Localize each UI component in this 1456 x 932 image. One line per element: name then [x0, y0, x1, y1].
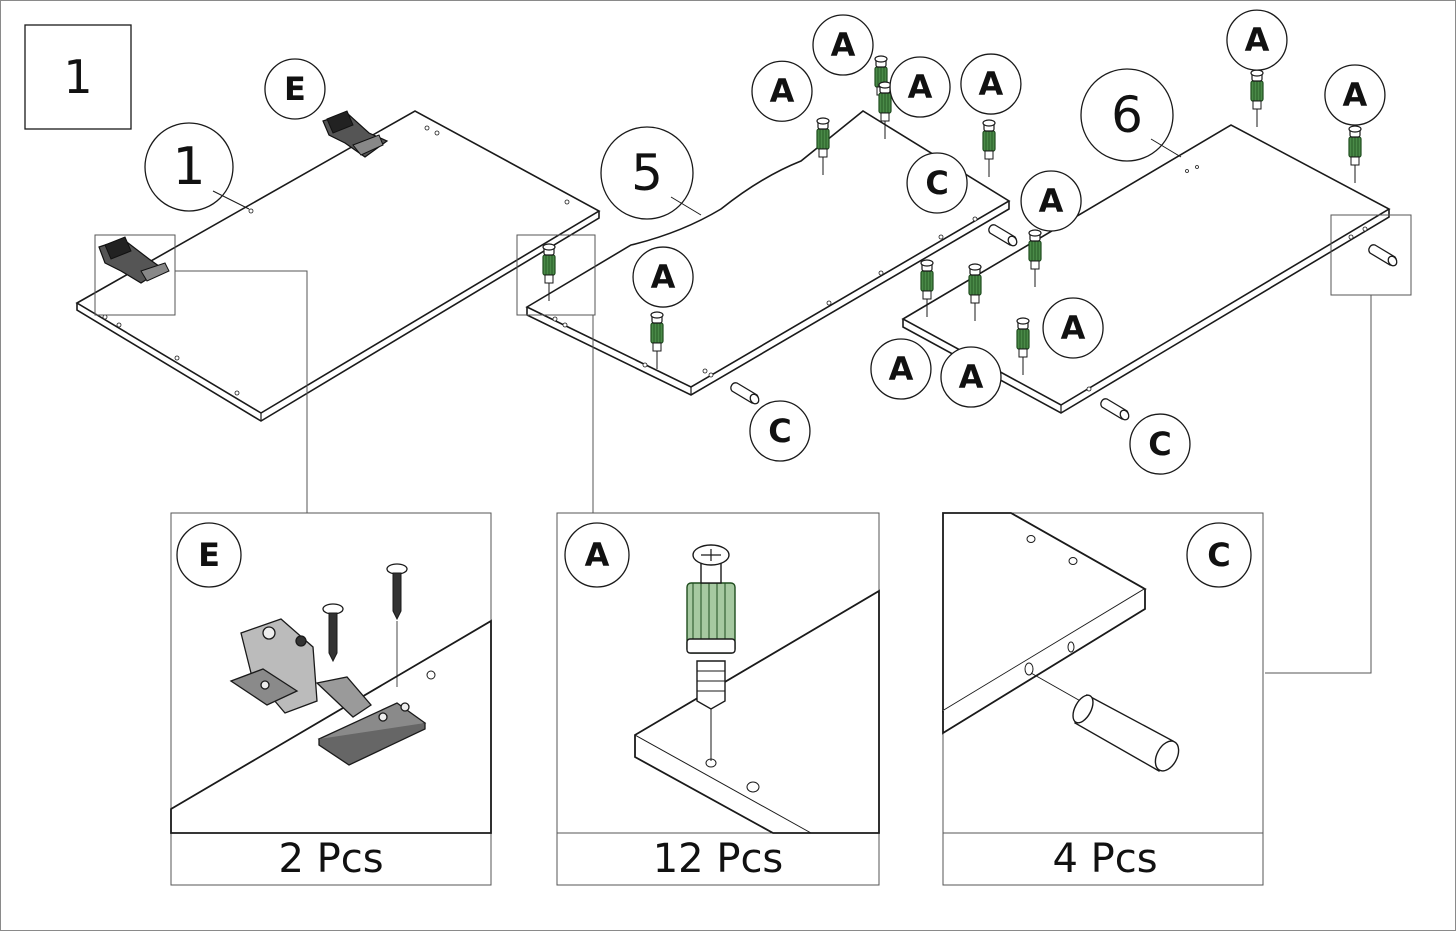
callout-letter-a: A [979, 65, 1004, 103]
cam-dowel-icon [1250, 69, 1264, 128]
callout-letter-e: E [284, 70, 306, 108]
detail-box-hinge: E 2 Pcs [170, 512, 492, 886]
callout-letter-a: A [1039, 182, 1064, 220]
callout-letter-a: A [1343, 76, 1368, 114]
part-number-1: 1 [172, 137, 205, 197]
panel-5: 5 [516, 55, 1020, 513]
callout-letter-c: C [925, 164, 948, 202]
wood-dowel-icon [1368, 244, 1400, 268]
detail-box-wood-dowel: C 4 Pcs [942, 512, 1264, 886]
callout-letter-a: A [889, 350, 914, 388]
detail-letter-c: C [1207, 536, 1230, 574]
callout-letter-a: A [770, 72, 795, 110]
callout-circle [749, 400, 811, 462]
screw-icon [322, 563, 408, 687]
detail-letter-e: E [198, 536, 220, 574]
callout-circle [1226, 9, 1288, 71]
callout-circle [1324, 64, 1386, 126]
wood-dowel-detail-icon [1072, 694, 1180, 772]
callout-letter-a: A [831, 26, 856, 64]
panel-1: 1 [75, 110, 601, 513]
callout-circle [632, 246, 694, 308]
callout-circle [906, 152, 968, 214]
callout-circle [1020, 170, 1082, 232]
callout-letter-c: C [768, 412, 791, 450]
quantity-wood-dowel: 4 Pcs [1052, 836, 1157, 882]
callout-letter-a: A [959, 358, 984, 396]
callout-circle [812, 14, 874, 76]
callout-circle [264, 58, 326, 120]
part-number-6: 6 [1111, 86, 1143, 144]
cam-dowel-icon [1348, 125, 1362, 184]
callout-letter-a: A [1061, 309, 1086, 347]
callout-circle [1042, 297, 1104, 359]
callout-circle [940, 346, 1002, 408]
callout-circle [1129, 413, 1191, 475]
cam-dowel-icon [982, 119, 996, 178]
part-number-callout [1080, 68, 1174, 162]
callout-circle [751, 60, 813, 122]
part-number-callout [144, 122, 234, 212]
quantity-hinge: 2 Pcs [278, 836, 383, 882]
callout-letter-a: A [651, 258, 676, 296]
hinge-icon [322, 110, 389, 158]
part-number-callout [600, 126, 694, 220]
wood-dowel-icon [988, 224, 1020, 248]
panel-6: 6 [901, 68, 1412, 674]
quantity-cam-dowel: 12 Pcs [653, 836, 784, 882]
callout-letter-a: A [908, 68, 933, 106]
callout-letter-c: C [1148, 425, 1171, 463]
detail-letter-a: A [585, 536, 610, 574]
wood-dowel-icon [1100, 398, 1132, 422]
step-number-box: 1 [24, 24, 132, 130]
hinge-detail-icon [229, 618, 427, 766]
step-number: 1 [63, 50, 92, 104]
wood-dowel-icon [730, 382, 762, 406]
callout-circle [960, 53, 1022, 115]
detail-box-cam-dowel: A 12 Pcs [556, 512, 880, 886]
callout-letter-a: A [1245, 21, 1270, 59]
callout-circle [889, 56, 951, 118]
part-number-5: 5 [631, 144, 663, 202]
callout-circle [870, 338, 932, 400]
cam-dowel-detail-icon [686, 544, 736, 761]
hinge-icon [98, 236, 170, 284]
